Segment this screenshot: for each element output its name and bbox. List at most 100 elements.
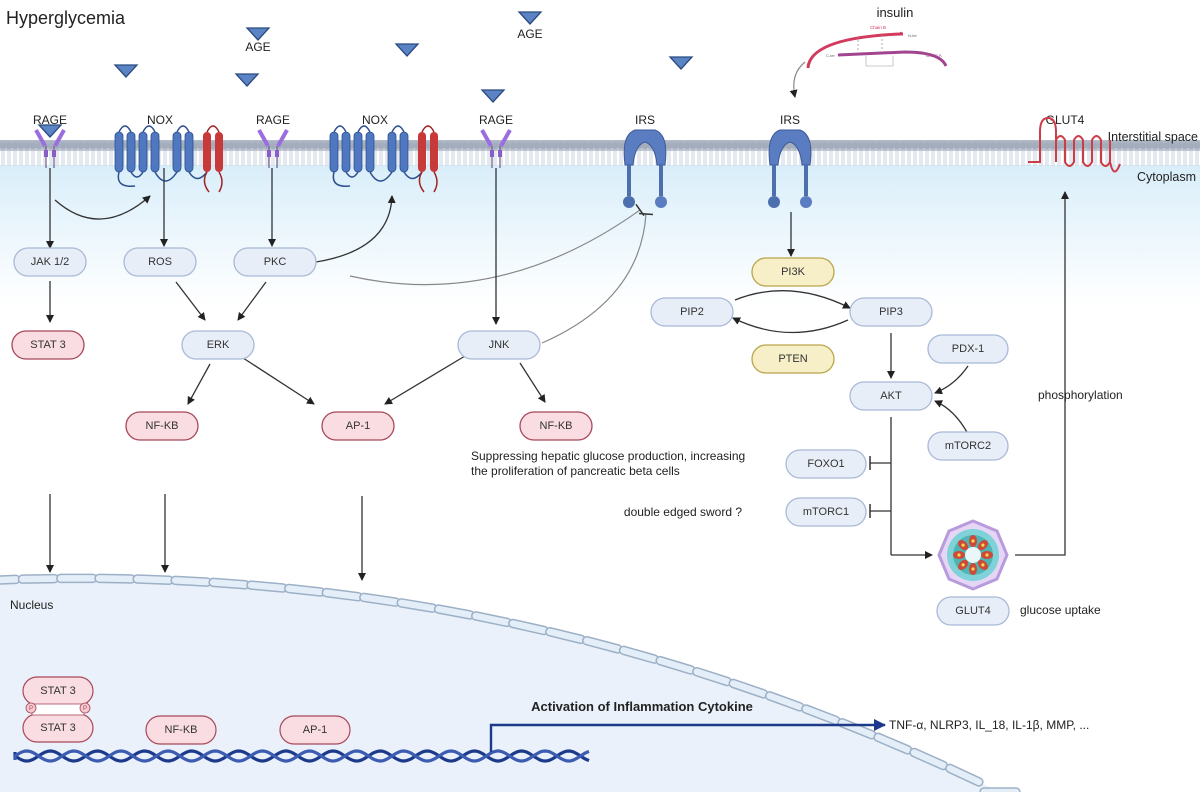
nucleus-region — [0, 578, 1000, 792]
age-triangle-icon — [113, 64, 139, 78]
node-label: NF-KB — [146, 420, 179, 432]
age-label-1: AGE — [245, 40, 270, 54]
age-triangle-icon — [245, 27, 271, 41]
node-label: mTORC1 — [803, 506, 849, 518]
node-nfkb1: NF-KB — [125, 411, 199, 441]
node-mtorc2: mTORC2 — [927, 431, 1009, 461]
node-pip3: PIP3 — [849, 297, 933, 327]
irs-2-label: IRS — [780, 113, 800, 127]
node-label: FOXO1 — [807, 458, 844, 470]
age-triangle-icon — [234, 73, 260, 87]
phosphorylation-label: phosphorylation — [1038, 388, 1123, 402]
nucleus-label: Nucleus — [10, 598, 53, 612]
cytoplasm-label: Cytoplasm — [1137, 170, 1196, 184]
node-label: AKT — [880, 390, 902, 402]
nox-enzyme-icon — [329, 125, 438, 193]
node-jak: JAK 1/2 — [13, 247, 87, 277]
cytoplasm-region — [0, 165, 1200, 305]
interstitial-space-label: Interstitial space — [1108, 130, 1198, 144]
cytokines-label: TNF-α, NLRP3, IL_18, IL-1β, MMP, ... — [889, 718, 1089, 732]
node-label: PI3K — [781, 266, 806, 278]
rage-2-label: RAGE — [256, 113, 290, 127]
node-glut4-vesicle: GLUT4 — [936, 596, 1010, 626]
node-label: GLUT4 — [955, 605, 990, 617]
stat3-top-label: STAT 3 — [40, 685, 75, 697]
rage-1-label: RAGE — [33, 113, 67, 127]
glucose-uptake-label: glucose uptake — [1020, 603, 1101, 617]
node-pip2: PIP2 — [650, 297, 734, 327]
node-label: NF-KB — [540, 420, 573, 432]
activation-label: Activation of Inflammation Cytokine — [531, 699, 753, 714]
node-ros: ROS — [123, 247, 197, 277]
mtorc1-note: double edged sword ? — [624, 505, 742, 519]
node-label: ROS — [148, 256, 172, 268]
glut4-vesicle-icon — [937, 519, 1009, 591]
nuclear-envelope — [0, 573, 1021, 792]
phospho-2: P — [83, 706, 87, 712]
age-label-2: AGE — [517, 27, 542, 41]
node-foxo1: FOXO1 — [785, 449, 867, 479]
node-akt: AKT — [849, 381, 933, 411]
rage-receptor-icon — [34, 129, 66, 168]
glut4-transporter-icon — [1028, 116, 1121, 173]
insulin-chain-b-label: Chain B — [870, 25, 886, 30]
nucleus-ap1-label: AP-1 — [303, 724, 327, 736]
node-pdx1: PDX-1 — [927, 334, 1009, 364]
nuclear-pore-segment — [170, 575, 212, 587]
phospho-1: P — [29, 706, 33, 712]
stat3-dimer: P P STAT 3 STAT 3 — [22, 676, 94, 743]
insulin-n-ter-label: N-ter — [908, 33, 918, 38]
nuclear-pore-segment — [56, 573, 98, 584]
age-molecules — [37, 11, 694, 138]
node-jnk: JNK — [457, 330, 541, 360]
nucleus-ap1: AP-1 — [279, 715, 351, 745]
insulin-chain-a-label: Chain A — [926, 53, 942, 58]
age-triangle-icon — [517, 11, 543, 25]
signalling-arrows — [46, 168, 1069, 581]
nox-1-label: NOX — [147, 113, 173, 127]
dna-helix — [13, 749, 590, 763]
node-nfkb2: NF-KB — [519, 411, 593, 441]
nuclear-pore-segment — [132, 574, 174, 585]
node-label: STAT 3 — [30, 339, 65, 351]
node-label: PDX-1 — [952, 343, 984, 355]
age-triangle-icon — [394, 43, 420, 57]
nuclear-pore-segment — [94, 573, 136, 584]
node-label: PIP2 — [680, 306, 704, 318]
diagram-title: Hyperglycemia — [6, 8, 126, 28]
rage-receptor-icon — [257, 129, 289, 168]
node-label: AP-1 — [346, 420, 370, 432]
transcription-arrow — [489, 719, 886, 752]
irs-receptor-icon — [623, 129, 667, 208]
insulin-label: insulin — [877, 5, 914, 20]
node-label: PIP3 — [879, 306, 903, 318]
nuclear-pore-segment — [0, 574, 21, 586]
nox-enzyme-icon — [114, 125, 223, 193]
node-erk: ERK — [181, 330, 255, 360]
age-triangle-icon — [480, 89, 506, 103]
insulin-molecule: insulin Chain B N-ter C-ter Chain A — [789, 5, 948, 98]
nuclear-pore-segment — [17, 573, 60, 584]
nox-2-label: NOX — [362, 113, 388, 127]
node-mtorc1: mTORC1 — [785, 497, 867, 527]
node-label: PKC — [264, 256, 287, 268]
rage-3-label: RAGE — [479, 113, 513, 127]
irs-receptor-icon — [768, 129, 812, 208]
node-pi3k: PI3K — [751, 257, 835, 287]
irs-1-label: IRS — [635, 113, 655, 127]
node-stat3: STAT 3 — [11, 330, 85, 360]
nucleus-nfkb-label: NF-KB — [165, 724, 198, 736]
nucleus-nfkb: NF-KB — [145, 715, 217, 745]
cell-membrane — [0, 140, 1200, 166]
node-pkc: PKC — [233, 247, 317, 277]
age-triangle-icon — [668, 56, 694, 70]
age-triangle-icon — [37, 124, 63, 138]
rage-receptor-icon — [480, 129, 512, 168]
nuclear-pore-segment — [979, 787, 1021, 792]
node-label: PTEN — [778, 353, 807, 365]
insulin-c-ter-label: C-ter — [826, 53, 836, 58]
foxo1-note-line2: the proliferation of pancreatic beta cel… — [471, 464, 680, 478]
nuclear-pore-segment — [945, 763, 984, 787]
node-label: JNK — [489, 339, 510, 351]
